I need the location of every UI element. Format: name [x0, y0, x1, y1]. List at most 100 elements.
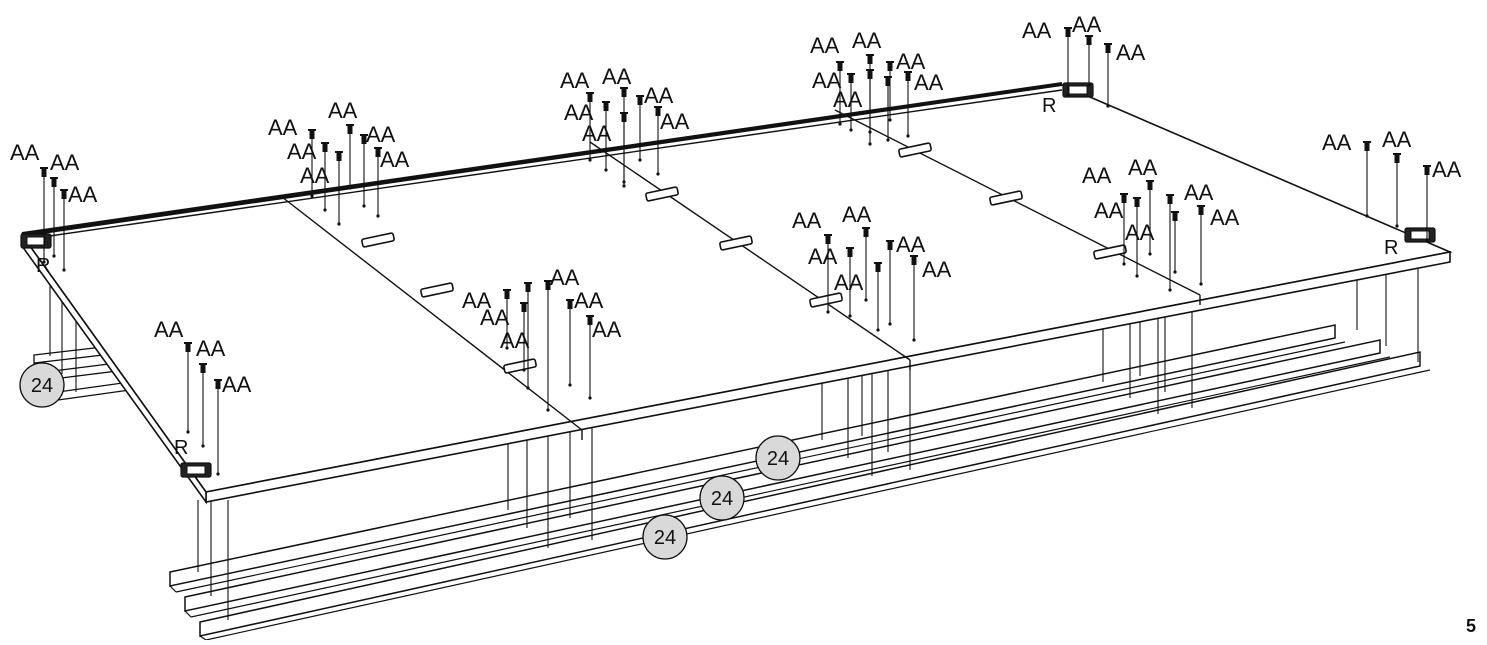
- screw-label: AA: [560, 68, 590, 93]
- screw-label: AA: [196, 336, 226, 361]
- screw: [1064, 27, 1072, 97]
- joint-plate: [420, 282, 454, 298]
- screw: [308, 129, 316, 198]
- screw: [846, 247, 854, 318]
- screw-label: AA: [462, 288, 492, 313]
- screw: [836, 61, 844, 126]
- screw: [1146, 180, 1154, 256]
- screw-label: AA: [268, 115, 298, 140]
- screw-label: AA: [1094, 198, 1124, 223]
- screw-label: AA: [154, 317, 184, 342]
- slat: [199, 351, 1421, 637]
- part-badge-text: 24: [654, 527, 676, 549]
- screw: [847, 73, 855, 132]
- part-badge-text: 24: [767, 448, 789, 470]
- screw: [50, 177, 58, 258]
- screw-label: AA: [644, 83, 674, 108]
- screw-label: AA: [834, 270, 864, 295]
- screw-label: AA: [922, 257, 952, 282]
- screw: [1120, 193, 1128, 266]
- corner-bracket-inner: [1068, 85, 1088, 95]
- screw: [886, 240, 894, 326]
- screw: [335, 151, 343, 226]
- joint-plate: [1093, 244, 1127, 260]
- screw-label: AA: [896, 49, 926, 74]
- slat-end: [169, 585, 177, 593]
- bracket-label: R: [1384, 237, 1398, 259]
- screw: [1166, 194, 1174, 292]
- screw: [904, 71, 912, 138]
- screw-label: AA: [1128, 155, 1158, 180]
- page-number: 5: [1466, 616, 1476, 636]
- screw-label: AA: [287, 139, 317, 164]
- screw: [862, 227, 870, 302]
- screw: [214, 379, 222, 476]
- slat-side: [205, 369, 1431, 641]
- screw: [654, 106, 662, 176]
- part-badge-text: 24: [31, 375, 53, 397]
- screw-label: AA: [564, 100, 594, 125]
- screw: [1197, 205, 1205, 286]
- screw: [346, 124, 354, 190]
- screw-label: AA: [1184, 180, 1214, 205]
- screw: [566, 299, 574, 387]
- joint-plate: [361, 232, 395, 248]
- screw: [884, 76, 892, 142]
- screw-label: AA: [852, 28, 882, 53]
- screw: [620, 112, 628, 188]
- screw: [636, 95, 644, 162]
- screw-label: AA: [380, 147, 410, 172]
- screw: [866, 69, 874, 134]
- screw-label: AA: [810, 33, 840, 58]
- screw-label: AA: [1125, 220, 1155, 245]
- slat-stub: [57, 381, 131, 401]
- screw-label: AA: [914, 70, 944, 95]
- screw: [1104, 43, 1112, 108]
- screw-label: AA: [792, 208, 822, 233]
- screw-label: AA: [1382, 127, 1412, 152]
- screw-label: AA: [812, 68, 842, 93]
- slat-end: [184, 610, 192, 618]
- screw: [1133, 197, 1141, 278]
- screw-label: AA: [842, 202, 872, 227]
- screw: [824, 234, 832, 314]
- screw: [1363, 141, 1371, 218]
- corner-bracket-inner: [26, 236, 46, 246]
- screw: [602, 101, 610, 172]
- part-badge: 24: [642, 514, 688, 560]
- screw: [910, 255, 918, 342]
- screw: [520, 302, 528, 372]
- screw: [40, 167, 48, 264]
- part-badge: 24: [755, 435, 801, 481]
- joint-plate: [809, 292, 843, 308]
- screw: [503, 289, 511, 350]
- joint-plate: [989, 190, 1023, 206]
- part-badge: 24: [19, 362, 65, 408]
- screw-label: AA: [480, 305, 510, 330]
- screw: [374, 147, 382, 218]
- screw-label: AA: [896, 232, 926, 257]
- screw-label: AA: [602, 64, 632, 89]
- screw-label: AA: [300, 163, 330, 188]
- screw-label: AA: [10, 140, 40, 165]
- bracket-label: R: [36, 255, 50, 277]
- joint-plate: [719, 235, 753, 251]
- screw: [886, 61, 894, 122]
- screw: [1393, 153, 1401, 228]
- screw-label: AA: [1116, 40, 1146, 65]
- screw-guides: [40, 27, 1431, 476]
- screw-label: AA: [1022, 18, 1052, 43]
- screw-label: AA: [833, 87, 863, 112]
- screw-label: AA: [592, 317, 622, 342]
- screw-label: AA: [1322, 130, 1352, 155]
- screw-label: AA: [808, 244, 838, 269]
- seam: [834, 109, 1201, 296]
- screw-label: AA: [1210, 205, 1240, 230]
- screw-label: AA: [500, 328, 530, 353]
- screw: [1085, 35, 1093, 87]
- screw-label: AA: [68, 182, 98, 207]
